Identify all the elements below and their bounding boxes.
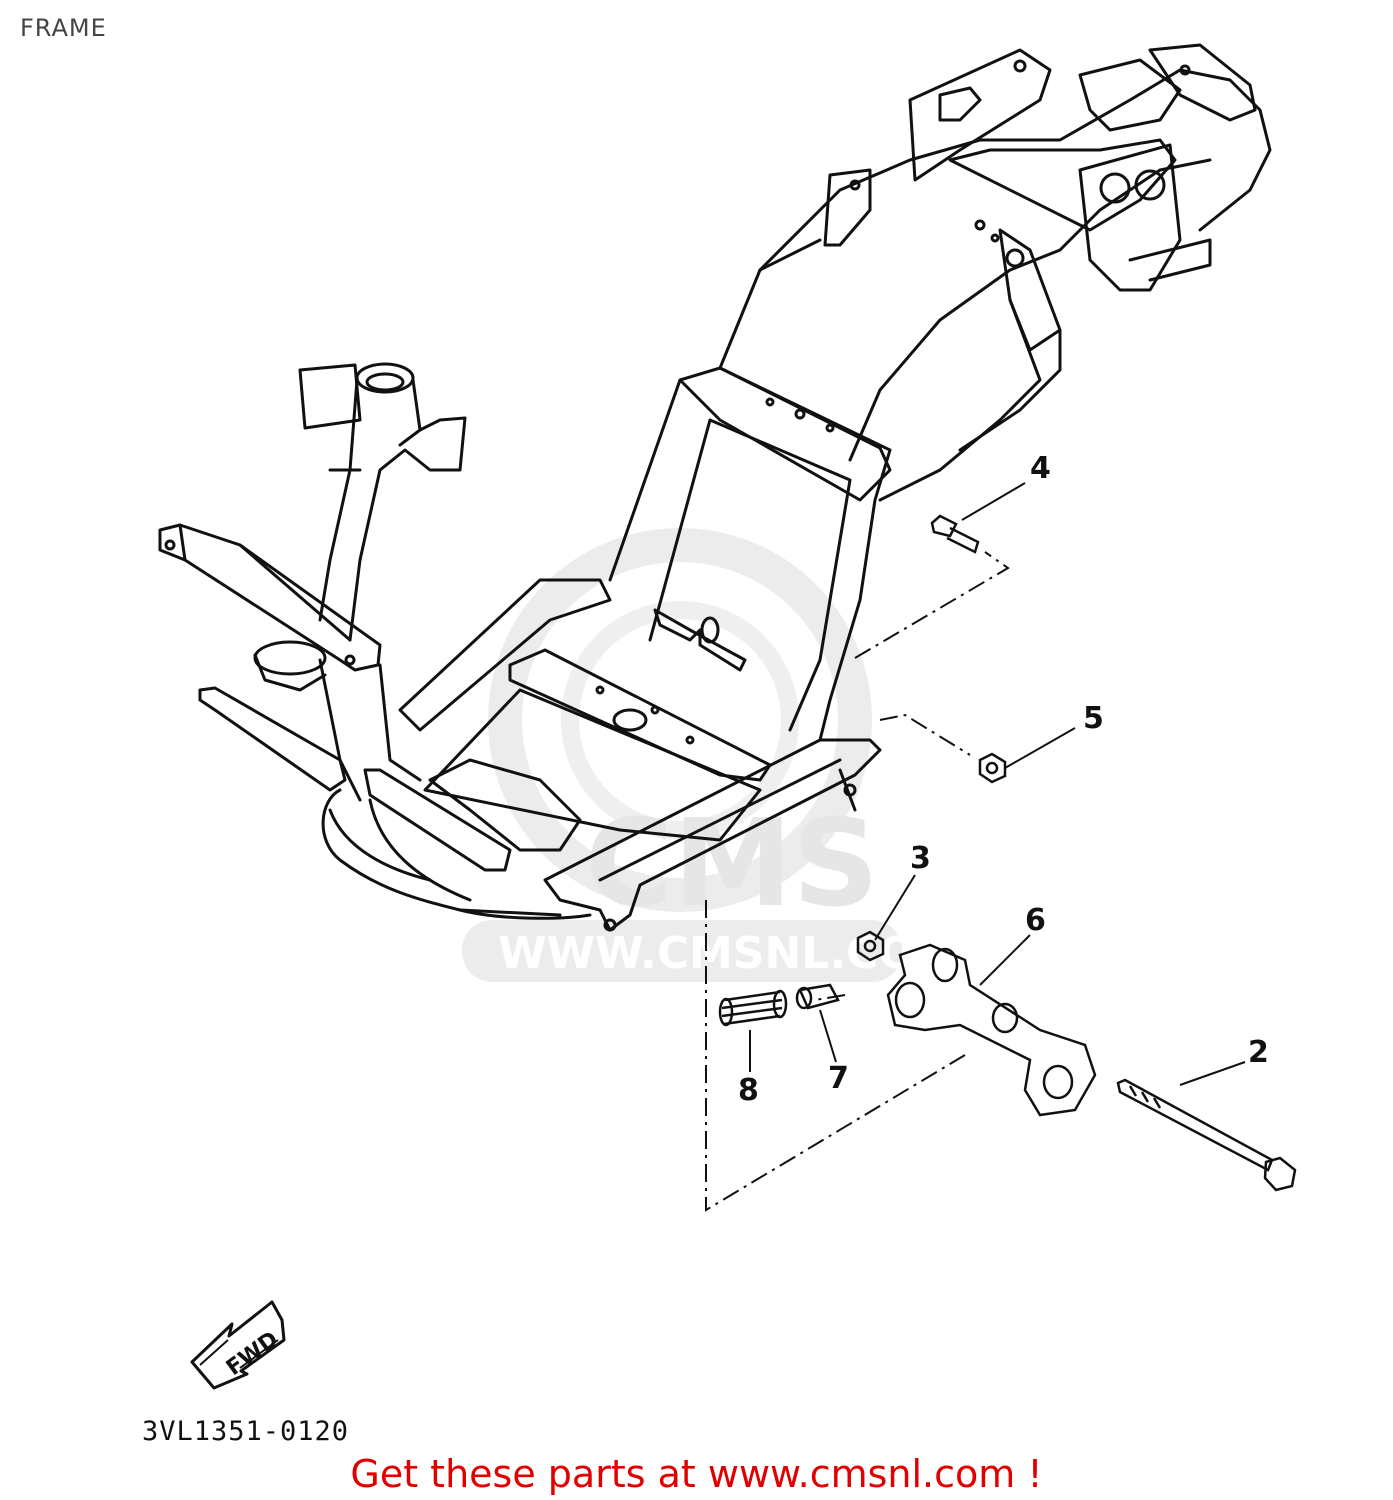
watermark: CMS WWW.CMSNL.COM	[462, 528, 960, 982]
watermark-url: WWW.CMSNL.COM	[498, 928, 960, 979]
part-4-bolt[interactable]	[930, 514, 980, 554]
page-title: FRAME	[20, 14, 107, 42]
part-8-spring[interactable]	[718, 989, 788, 1027]
callout-3: 3	[910, 841, 931, 876]
part-6-bracket[interactable]	[886, 943, 1097, 1117]
callout-2: 2	[1248, 1035, 1269, 1070]
part-5-nut[interactable]	[978, 752, 1007, 784]
callout-6: 6	[1025, 903, 1046, 938]
part-3-nut[interactable]	[856, 930, 885, 962]
leader-lines	[705, 551, 1010, 1212]
callout-7: 7	[828, 1061, 849, 1096]
pointer-lines	[749, 482, 1246, 1086]
callout-5: 5	[1083, 701, 1104, 736]
callout-8: 8	[738, 1073, 759, 1108]
promo-link[interactable]: Get these parts at www.cmsnl.com !	[0, 1452, 1393, 1496]
frame-body	[158, 43, 1272, 932]
forward-arrow-icon: FWD	[190, 1300, 286, 1390]
promo-text[interactable]: Get these parts at www.cmsnl.com !	[350, 1452, 1043, 1496]
part-7-collar[interactable]	[795, 983, 840, 1010]
diagram-code: 3VL1351-0120	[142, 1416, 350, 1447]
callout-4: 4	[1030, 451, 1051, 486]
part-2-long-bolt[interactable]	[1116, 1078, 1297, 1192]
